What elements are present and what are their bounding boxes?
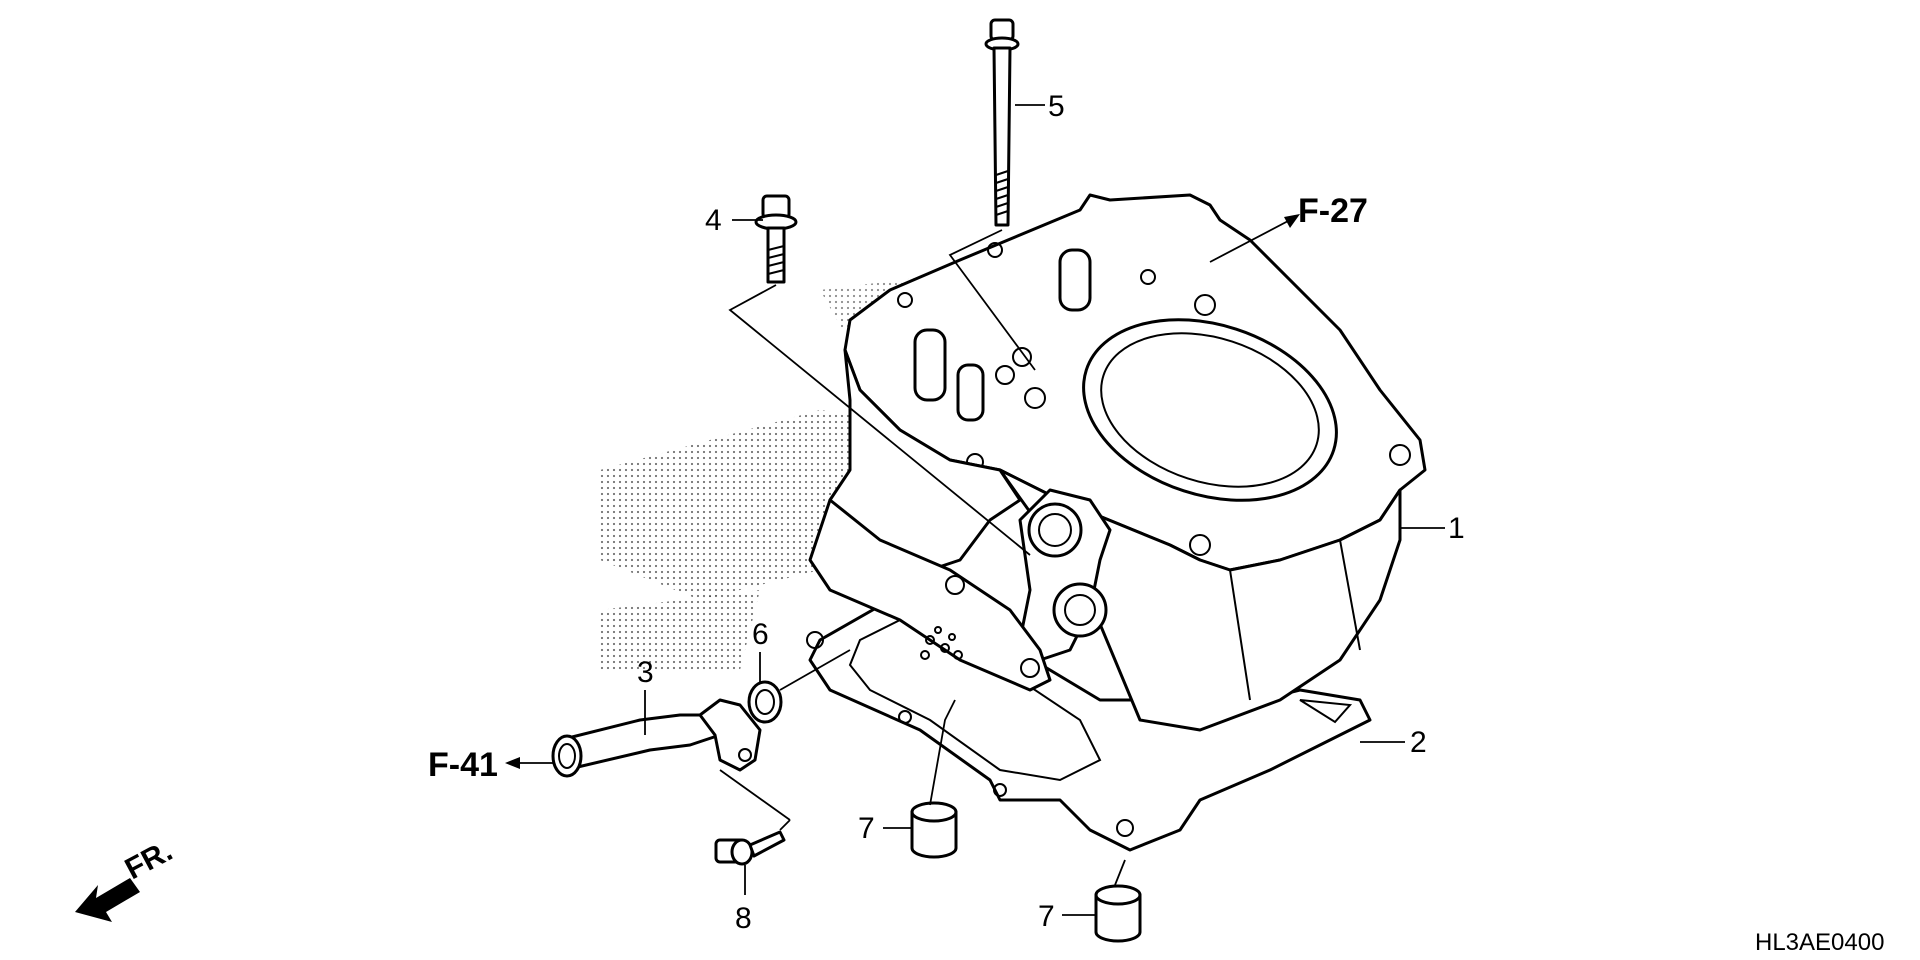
diagram-code: HL3AE0400 xyxy=(1755,929,1884,956)
flange-bolt[interactable] xyxy=(754,194,798,284)
callout-4: 4 xyxy=(705,204,722,237)
callout-leaders xyxy=(510,104,1445,916)
callout-8: 8 xyxy=(735,902,752,935)
oil-holes xyxy=(920,626,963,660)
dowel-pin-upper[interactable] xyxy=(910,801,958,859)
water-pipe[interactable] xyxy=(551,698,762,778)
front-arrow-icon xyxy=(75,878,140,922)
assembly-lines xyxy=(719,229,1126,886)
dowel-pin-lower[interactable] xyxy=(1094,884,1142,943)
front-label: FR. xyxy=(120,834,178,886)
f41-arrow xyxy=(505,757,520,769)
reference-f27[interactable]: F-27 xyxy=(1298,192,1368,230)
stud-bolt[interactable] xyxy=(984,18,1020,227)
small-bolt[interactable] xyxy=(714,830,786,866)
front-direction-indicator: FR. xyxy=(75,834,178,922)
callout-7-lower: 7 xyxy=(1038,900,1055,933)
callout-2: 2 xyxy=(1410,726,1427,759)
o-ring[interactable] xyxy=(747,680,783,724)
cylinder-block[interactable] xyxy=(806,193,1427,732)
callout-7-upper: 7 xyxy=(858,812,875,845)
callout-5: 5 xyxy=(1048,90,1065,123)
f27-arrow xyxy=(1284,214,1300,228)
callout-1: 1 xyxy=(1448,512,1465,545)
reference-f41[interactable]: F-41 xyxy=(428,746,498,784)
callout-3: 3 xyxy=(637,656,654,689)
callout-6: 6 xyxy=(752,618,769,651)
